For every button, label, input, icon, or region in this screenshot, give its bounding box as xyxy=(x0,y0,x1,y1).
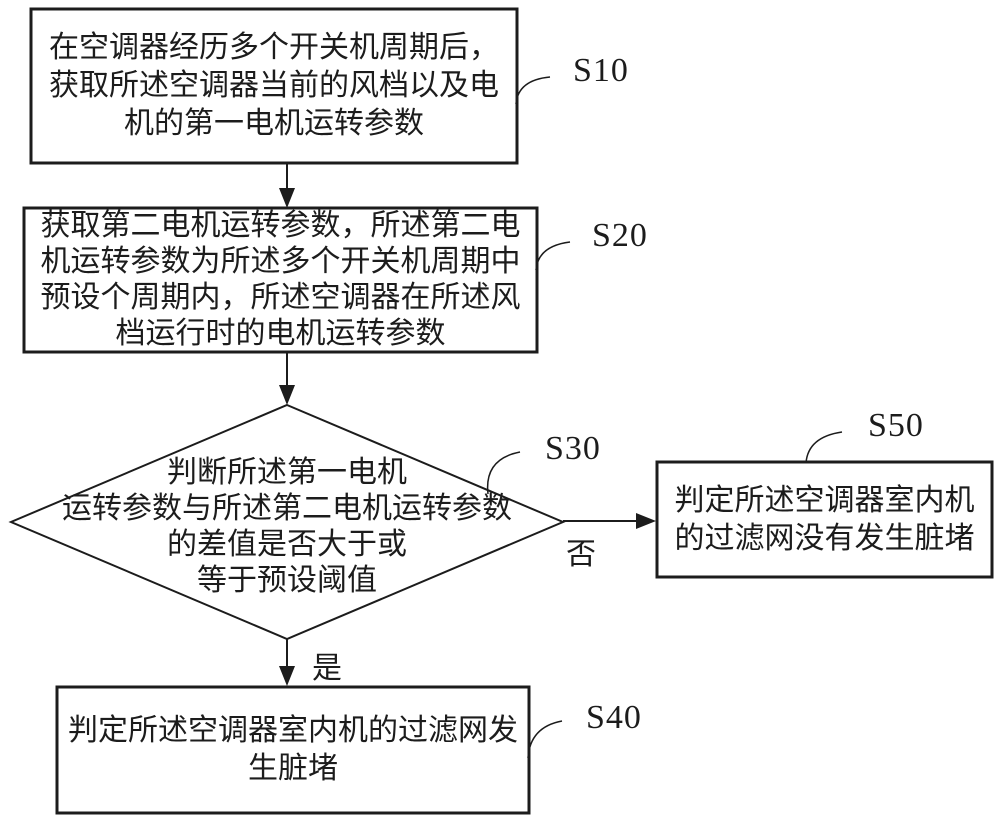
arrow-s30-to-s40-head xyxy=(279,666,295,686)
arrow-s30-to-s50-head xyxy=(636,513,656,529)
text-line: 的差值是否大于或 xyxy=(167,528,407,561)
node-s50-box xyxy=(655,460,994,579)
text-line: 获取所述空调器当前的风档以及电 xyxy=(49,69,499,102)
text-line: 运转参数与所述第二电机运转参数 xyxy=(62,492,512,525)
node-s20-box xyxy=(22,206,539,354)
arrow-s10-to-s20-head xyxy=(279,188,295,208)
arrow-s20-to-s30-head xyxy=(279,385,295,405)
leader-line-s40 xyxy=(527,720,563,759)
text-line: 档运行时的电机运转参数 xyxy=(115,317,446,350)
step-label-s40: S40 xyxy=(586,699,642,736)
step-label-s50: S50 xyxy=(868,407,924,444)
text-line: 预设个周期内，所述空调器在所述风 xyxy=(40,281,521,314)
text-line: 机的第一电机运转参数 xyxy=(124,107,424,140)
text-line: 生脏堵 xyxy=(248,752,338,785)
decision-s30-text: 判断所述第一电机 运转参数与所述第二电机运转参数 的差值是否大于或 等于预设阈值 xyxy=(11,455,563,599)
node-s40-text: 判定所述空调器室内机的过滤网发 生脏堵 xyxy=(57,687,529,813)
step-label-s30: S30 xyxy=(545,430,601,467)
node-s40-box xyxy=(55,685,531,815)
text-line: 判定所述空调器室内机的过滤网发 xyxy=(68,714,518,747)
step-label-s20: S20 xyxy=(592,217,648,254)
node-s10-box xyxy=(29,7,519,165)
step-label-s10: S10 xyxy=(573,52,629,89)
text-line: 在空调器经历多个开关机周期后， xyxy=(49,31,499,64)
text-line: 机运转参数为所述多个开关机周期中 xyxy=(40,245,521,278)
text-line: 获取第二电机运转参数，所述第二电 xyxy=(40,209,521,242)
text-line: 判定所述空调器室内机 xyxy=(674,483,975,517)
edge-label-no: 否 xyxy=(566,538,596,571)
leader-line-s30 xyxy=(486,451,521,495)
leader-line-s20 xyxy=(535,241,571,271)
leader-line-s10 xyxy=(515,76,551,105)
node-s50-text: 判定所述空调器室内机 的过滤网没有发生脏堵 xyxy=(657,462,992,577)
text-line: 的过滤网没有发生脏堵 xyxy=(674,521,975,555)
text-line: 等于预设阈值 xyxy=(197,564,377,597)
text-line: 判断所述第一电机 xyxy=(167,456,407,489)
node-s10-text: 在空调器经历多个开关机周期后， 获取所述空调器当前的风档以及电 机的第一电机运转… xyxy=(31,9,517,163)
edge-label-yes: 是 xyxy=(312,652,342,685)
node-s20-text: 获取第二电机运转参数，所述第二电 机运转参数为所述多个开关机周期中 预设个周期内… xyxy=(24,208,537,352)
leader-line-s50 xyxy=(805,431,843,464)
